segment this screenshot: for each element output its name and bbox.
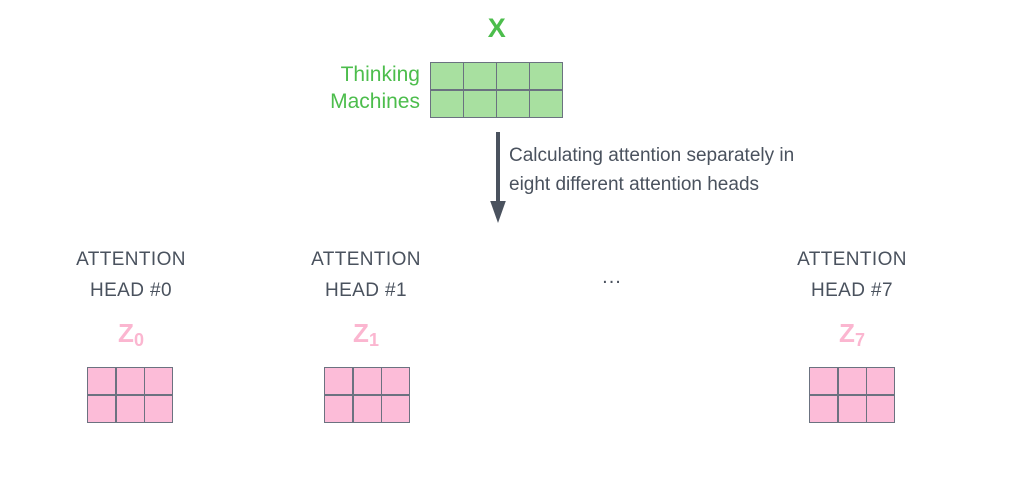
input-matrix-x: [430, 62, 563, 118]
attention-head-1: ATTENTION HEAD #1 Z1: [256, 244, 476, 351]
matrix-cell: [353, 395, 381, 422]
input-matrix-label: X: [487, 13, 507, 43]
matrix-cell: [464, 63, 496, 90]
matrix-cell: [530, 90, 562, 117]
matrix-cell: [431, 63, 463, 90]
attention-head-7-output-matrix: [809, 367, 895, 423]
matrix-cell: [88, 395, 115, 422]
down-arrow-icon: [490, 132, 506, 223]
attention-head-0-title: ATTENTION HEAD #0: [76, 249, 186, 301]
z-subscript: 7: [854, 330, 865, 350]
matrix-cell: [353, 368, 381, 395]
attention-head-1-output-label: Z1: [256, 318, 476, 351]
matrix-cell: [431, 90, 463, 117]
matrix-cell: [325, 395, 352, 422]
matrix-cell: [867, 368, 894, 395]
attention-head-0-output-matrix: [87, 367, 173, 423]
attention-head-0-output-label: Z0: [21, 318, 241, 351]
matrix-cell: [325, 368, 352, 395]
matrix-cell: [382, 368, 409, 395]
matrix-cell: [464, 90, 496, 117]
matrix-cell: [838, 395, 866, 422]
matrix-cell: [810, 368, 837, 395]
matrix-cell: [867, 395, 894, 422]
matrix-cell: [497, 63, 529, 90]
matrix-cell: [145, 395, 172, 422]
matrix-cell: [838, 368, 866, 395]
matrix-cell: [116, 368, 144, 395]
matrix-cell: [497, 90, 529, 117]
z-letter: Z: [118, 318, 134, 348]
matrix-cell: [382, 395, 409, 422]
attention-head-1-output-matrix: [324, 367, 410, 423]
matrix-cell: [145, 368, 172, 395]
z-subscript: 0: [133, 330, 144, 350]
attention-head-1-title: ATTENTION HEAD #1: [311, 249, 421, 301]
attention-head-7-title: ATTENTION HEAD #7: [797, 249, 907, 301]
z-letter: Z: [839, 318, 855, 348]
attention-head-7: ATTENTION HEAD #7 Z7: [742, 244, 962, 351]
attention-head-0: ATTENTION HEAD #0 Z0: [21, 244, 241, 351]
matrix-cell: [530, 63, 562, 90]
matrix-cell: [810, 395, 837, 422]
matrix-cell: [116, 395, 144, 422]
input-token-labels: Thinking Machines: [330, 63, 420, 113]
z-subscript: 1: [368, 330, 379, 350]
matrix-cell: [88, 368, 115, 395]
attention-head-7-output-label: Z7: [742, 318, 962, 351]
z-letter: Z: [353, 318, 369, 348]
transition-caption: Calculating attention separately in eigh…: [509, 145, 795, 195]
heads-ellipsis: ...: [602, 266, 622, 288]
